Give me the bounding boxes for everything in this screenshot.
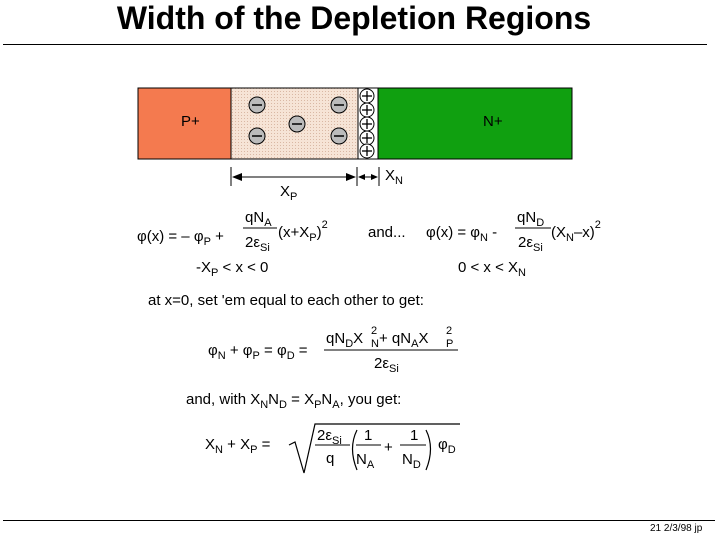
equations: φ(x) = – φP + qNA 2εSi (x+XP)2 and... φ(… xyxy=(137,209,601,474)
phi-p-equation: φ(x) = – φP + qNA 2εSi (x+XP)2 xyxy=(137,209,328,254)
svg-text:ND: ND xyxy=(402,451,421,471)
and-text: and... xyxy=(368,224,406,241)
svg-text:2εSi: 2εSi xyxy=(317,427,342,447)
svg-text:2: 2 xyxy=(371,325,377,337)
negative-ion xyxy=(248,127,266,145)
xn-label: XN xyxy=(385,167,403,187)
svg-text:XN + XP =: XN + XP = xyxy=(205,436,271,456)
svg-text:P: P xyxy=(446,338,453,350)
negative-ion xyxy=(330,127,348,145)
svg-text:φD: φD xyxy=(438,436,456,456)
svg-text:NA: NA xyxy=(356,451,375,471)
svg-text:qNA: qNA xyxy=(245,209,272,229)
right-paren xyxy=(425,429,432,471)
positive-ion xyxy=(359,143,375,159)
xp-label: XP xyxy=(280,183,297,200)
set-equal-text: at x=0, set 'em equal to each other to g… xyxy=(148,292,424,309)
arrow-head-right xyxy=(371,174,378,180)
range-p: -XP < x < 0 xyxy=(196,259,268,279)
title-underline xyxy=(3,44,707,45)
page-title: Width of the Depletion Regions xyxy=(116,0,592,36)
arrow-head-right xyxy=(346,173,356,181)
negative-ion xyxy=(248,96,266,114)
svg-text:2εSi: 2εSi xyxy=(245,234,270,254)
n-region-label: N+ xyxy=(483,113,503,130)
svg-text:+ qNAX: + qNAX xyxy=(379,330,428,350)
phi-d-equation: φN + φP = φD = qNDX 2 N + qNAX 2 P 2εSi xyxy=(208,325,458,375)
svg-text:qNDX: qNDX xyxy=(326,330,363,350)
negative-ion xyxy=(288,115,306,133)
range-n: 0 < x < XN xyxy=(458,259,526,279)
footer-text: 21 2/3/98 jp xyxy=(650,523,703,534)
positive-ion xyxy=(359,116,375,132)
arrow-head-left xyxy=(358,174,365,180)
radical-sign xyxy=(288,423,460,474)
svg-text:φ(x) = – φP +: φ(x) = – φP + xyxy=(137,228,224,248)
with-line-text: and, with XNND = XPNA, you get: xyxy=(186,391,401,411)
svg-text:+: + xyxy=(384,439,393,456)
width-equation: XN + XP = 2εSi q 1 NA + 1 ND φD xyxy=(205,423,460,474)
positive-ion xyxy=(359,88,375,104)
svg-text:2εSi: 2εSi xyxy=(518,234,543,254)
svg-text:qND: qND xyxy=(517,209,544,229)
svg-text:φN + φP = φD =: φN + φP = φD = xyxy=(208,342,308,362)
svg-text:φ(x) = φN -: φ(x) = φN - xyxy=(426,224,497,244)
svg-text:(XN–x)2: (XN–x)2 xyxy=(551,219,601,244)
p-region-label: P+ xyxy=(181,113,200,130)
pn-junction-diagram: P+ N+ XP XN xyxy=(137,87,573,200)
phi-n-equation: φ(x) = φN - qND 2εSi (XN–x)2 xyxy=(426,209,601,254)
svg-text:1: 1 xyxy=(364,427,372,444)
positive-ion xyxy=(359,102,375,118)
n-region xyxy=(377,87,573,160)
footer-rule xyxy=(3,520,715,521)
svg-text:2: 2 xyxy=(446,325,452,337)
left-paren xyxy=(351,429,358,471)
p-region xyxy=(137,87,232,160)
svg-text:N: N xyxy=(371,338,379,350)
positive-ion xyxy=(359,130,375,146)
svg-text:q: q xyxy=(326,450,334,467)
arrow-head-left xyxy=(232,173,242,181)
svg-text:1: 1 xyxy=(410,427,418,444)
svg-text:(x+XP)2: (x+XP)2 xyxy=(278,219,328,244)
svg-text:2εSi: 2εSi xyxy=(374,355,399,375)
negative-ion xyxy=(330,96,348,114)
